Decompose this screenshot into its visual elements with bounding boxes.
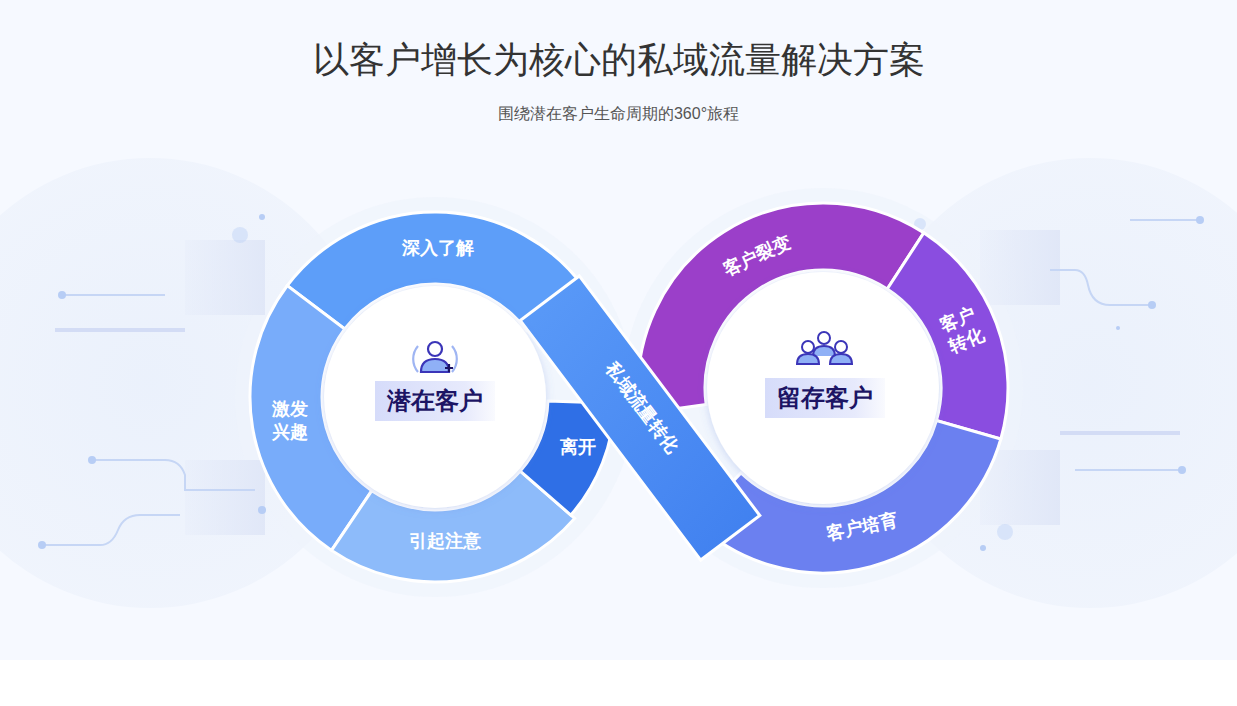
segment-label: 激发 兴趣 xyxy=(269,398,310,443)
node-shape xyxy=(250,212,620,582)
ring-segment: 客户培育 xyxy=(638,203,1008,573)
ring-segment: 离开 xyxy=(255,217,615,577)
node-shape xyxy=(500,260,780,580)
segment-path xyxy=(287,212,584,331)
segment-path xyxy=(332,471,575,582)
ring-segment: 引起注意 xyxy=(250,212,620,582)
segment-label: 深入了解 xyxy=(402,237,474,260)
node-shape xyxy=(638,203,1008,573)
node-shape xyxy=(638,203,1008,573)
segment-label: 引起注意 xyxy=(409,530,481,553)
segment-path xyxy=(887,233,1008,439)
group-icon xyxy=(797,332,852,364)
ring-segment: 激发 兴趣 xyxy=(250,212,620,582)
subtitle: 围绕潜在客户生命周期的360°旅程 xyxy=(0,104,1237,125)
node-shape xyxy=(255,217,615,577)
node-shape xyxy=(250,212,620,582)
band-path xyxy=(520,276,760,560)
ring-segment: 客户裂变 xyxy=(638,203,1008,573)
segment-path xyxy=(694,421,1000,573)
segment-label: 客户裂变 xyxy=(720,231,795,282)
center-label: 潜在客户 xyxy=(375,381,495,421)
segment-label: 离开 xyxy=(560,436,596,459)
node-shape xyxy=(705,270,941,506)
person-add-icon xyxy=(413,342,457,372)
center-circle: 潜在客户 xyxy=(322,284,548,510)
transfer-band: 私域流量转化 xyxy=(500,260,780,580)
segment-label: 私域流量转化 xyxy=(601,358,684,458)
node-shape xyxy=(638,203,1008,573)
circle-shape xyxy=(707,272,939,504)
node-shape xyxy=(322,284,548,510)
center-circle: 留存客户 xyxy=(705,270,941,506)
segment-label: 客户培育 xyxy=(824,509,899,546)
node-shape xyxy=(250,212,620,582)
ring-segment: 深入了解 xyxy=(250,212,620,582)
ring-segment: 客户 转化 xyxy=(638,203,1008,573)
segment-path xyxy=(520,401,615,515)
diagram-title: 以客户增长为核心的私域流量解决方案 xyxy=(0,36,1237,85)
circle-shape xyxy=(324,286,546,508)
segment-path xyxy=(250,286,372,551)
segment-path xyxy=(638,203,924,414)
center-label: 留存客户 xyxy=(765,378,885,418)
segment-label: 客户 转化 xyxy=(934,301,989,358)
